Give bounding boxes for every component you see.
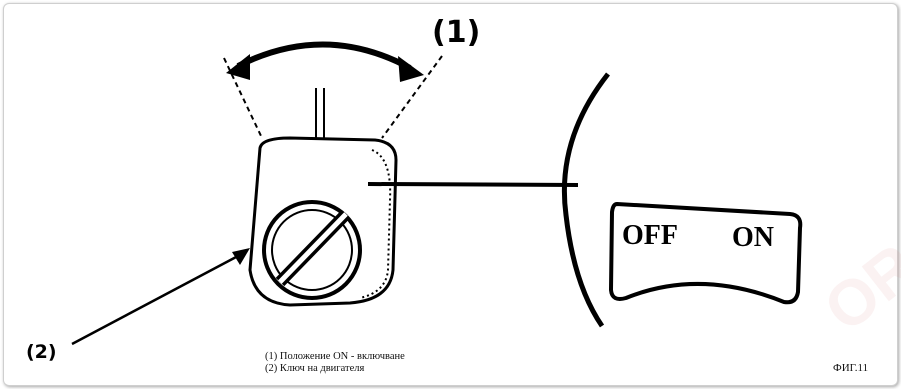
key-slot-dial bbox=[262, 200, 362, 300]
callout-2-label: (2) bbox=[26, 341, 57, 363]
callout-1-label: (1) bbox=[432, 15, 480, 50]
rotation-range-lines bbox=[223, 55, 443, 139]
leader-line bbox=[367, 182, 579, 187]
legend-item-2: (2) Ключ на двигателя bbox=[265, 363, 365, 374]
figure-label: ФИГ.11 bbox=[833, 362, 869, 374]
callout-2-arrow bbox=[71, 248, 250, 346]
off-on-plate: OFF ON bbox=[608, 201, 803, 305]
plate-off-label: OFF bbox=[622, 220, 678, 251]
figure-legend: (1) Положение ON - включване (2) Ключ на… bbox=[265, 351, 405, 375]
rotation-arrow bbox=[226, 41, 424, 82]
figure-frame bbox=[3, 3, 898, 386]
housing-shading bbox=[359, 149, 392, 299]
key-shaft bbox=[315, 88, 325, 140]
dashboard-bracket bbox=[561, 72, 610, 328]
legend-item-1: (1) Положение ON - включване bbox=[265, 351, 405, 362]
plate-on-label: ON bbox=[732, 222, 774, 253]
